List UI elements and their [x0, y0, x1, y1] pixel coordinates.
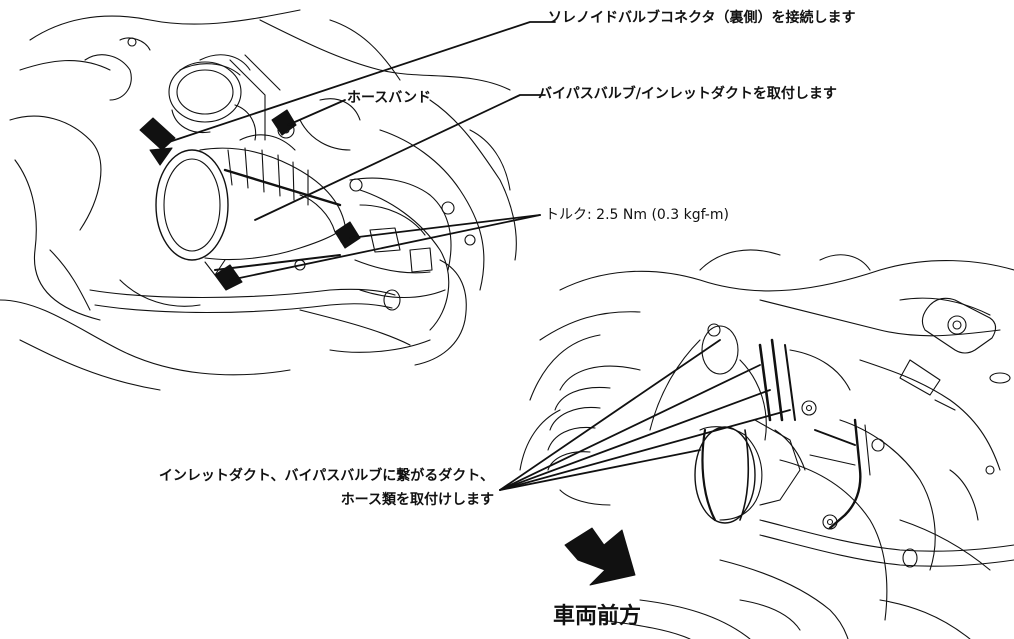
leader-lines	[159, 21, 791, 491]
callout-hose-band: ホースバンド	[347, 90, 431, 106]
vehicle-front-arrow	[564, 527, 801, 639]
label-vehicle-front: 車両前方	[553, 603, 642, 629]
callout-bypass-valve: バイパスバルブ/インレットダクトを取付します	[538, 86, 837, 102]
bottom-right-view	[519, 249, 1014, 639]
callout-inlet-duct-line2: ホース類を取付けします	[340, 492, 494, 508]
top-left-view	[0, 9, 517, 391]
callout-torque: トルク: 2.5 Nm (0.3 kgf-m)	[545, 207, 729, 223]
callout-inlet-duct-line1: インレットダクト、バイパスバルブに繋がるダクト、	[158, 468, 494, 484]
callout-solenoid-connector: ソレノイドバルブコネクタ（裏側）を接続します	[548, 10, 856, 26]
